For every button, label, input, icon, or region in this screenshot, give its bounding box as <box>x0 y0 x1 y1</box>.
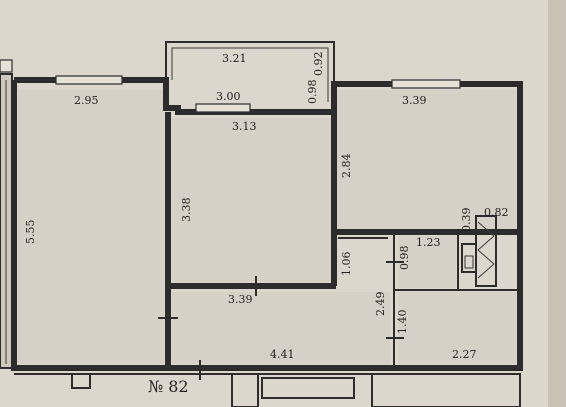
lower-unit-c <box>371 373 521 407</box>
balcony-inner-rail <box>171 47 329 102</box>
apartment-number: № 82 <box>148 377 189 396</box>
dim-vent-b: 0.82 <box>484 206 509 219</box>
lower-stub <box>71 373 91 389</box>
dim-room-left-width: 2.95 <box>74 94 99 107</box>
lower-unit-b <box>261 377 355 399</box>
dim-room-center-width: 3.13 <box>232 120 257 133</box>
dim-door-width: 3.00 <box>216 90 241 103</box>
dim-kitchen-length: 2.84 <box>340 154 353 179</box>
paper-edge-shadow <box>548 0 566 407</box>
dim-corridor-a: 2.49 <box>374 292 387 317</box>
dim-corridor-b: 1.40 <box>396 310 409 335</box>
window-kitchen <box>391 79 461 89</box>
window-left-room <box>55 75 123 85</box>
room-left <box>18 90 164 364</box>
bathroom <box>398 236 456 288</box>
wc <box>398 292 516 364</box>
bathroom-fixture-inner <box>464 255 474 269</box>
bathroom-fixture <box>461 243 477 273</box>
dim-room-center-length: 3.38 <box>180 198 193 223</box>
dim-balcony-side: 0.98 <box>306 80 319 105</box>
hall <box>172 292 390 364</box>
dim-hall-depth: 1.06 <box>340 252 353 277</box>
dim-balcony-depth: 0.92 <box>312 52 325 77</box>
vent-zigzag <box>477 221 495 279</box>
balcony-rail <box>165 41 335 106</box>
window-balcony-door <box>195 103 251 113</box>
dim-kitchen-width: 3.39 <box>402 94 427 107</box>
dim-wc-width: 2.27 <box>452 348 477 361</box>
dim-room-center-bottom: 3.39 <box>228 293 253 306</box>
dim-room-left-length: 5.55 <box>24 220 37 245</box>
dim-hall-length: 4.41 <box>270 348 295 361</box>
lower-unit-a <box>231 373 259 407</box>
window-left-edge <box>0 59 13 73</box>
dim-vent-a: 0.39 <box>460 208 473 233</box>
dim-bath-width: 1.23 <box>416 236 441 249</box>
room-center <box>172 118 332 282</box>
dim-bath-side: 0.98 <box>398 246 411 271</box>
dim-balcony-width: 3.21 <box>222 52 247 65</box>
kitchen <box>336 90 516 230</box>
